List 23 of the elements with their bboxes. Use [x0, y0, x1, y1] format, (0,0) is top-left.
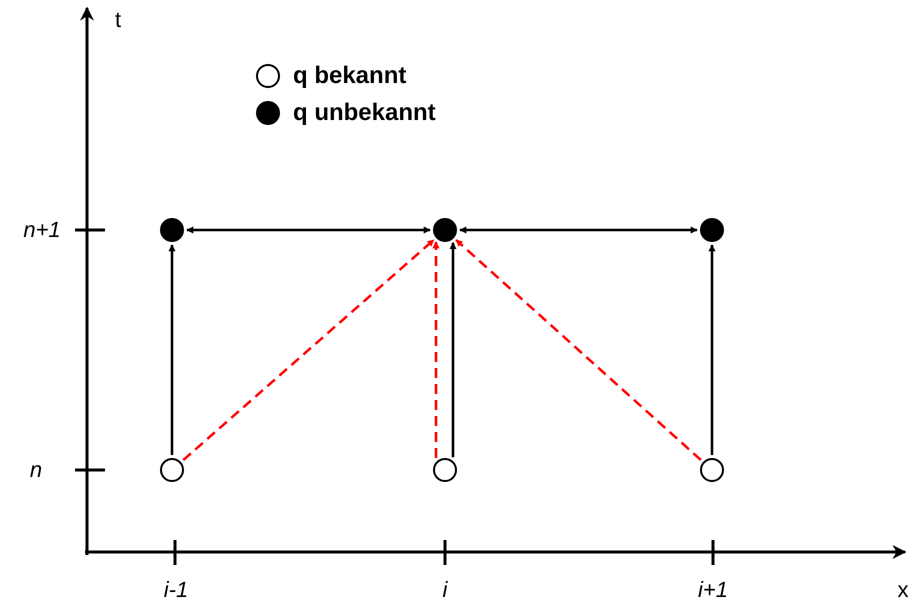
axis-label: n [30, 459, 42, 481]
axis-label: i+1 [698, 579, 728, 601]
legend-label: q bekannt [293, 64, 406, 88]
arrow [168, 244, 176, 455]
open-point [433, 458, 457, 482]
open-point [700, 458, 724, 482]
arrow [450, 242, 456, 458]
axis-label: x [898, 579, 908, 601]
arrow [455, 239, 702, 461]
filled-point [433, 218, 457, 242]
arrow [186, 226, 431, 234]
open-point [160, 458, 184, 482]
filled-point [700, 218, 724, 242]
axis-label: n+1 [23, 219, 61, 241]
axis-label: i [442, 579, 448, 601]
filled-point [160, 218, 184, 242]
arrow [459, 226, 698, 234]
arrow [432, 241, 440, 458]
axis-label: t [114, 9, 122, 31]
axis-label: i-1 [164, 579, 188, 601]
arrow [708, 244, 716, 455]
arrow [182, 238, 435, 462]
legend-label: q unbekannt [293, 101, 436, 125]
